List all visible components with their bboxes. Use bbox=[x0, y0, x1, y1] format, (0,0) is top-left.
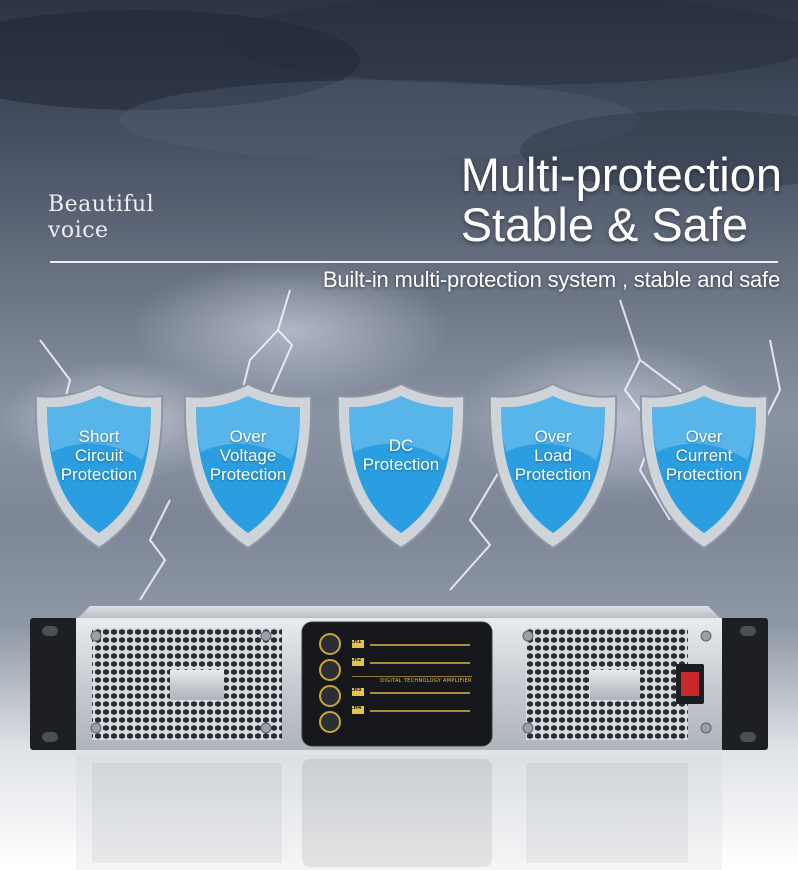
shield-over-current: Over Current Protection bbox=[637, 380, 771, 552]
shield-short-circuit: Short Circuit Protection bbox=[32, 380, 166, 552]
channel-label-2: CH2 bbox=[350, 657, 362, 663]
divider-line bbox=[50, 261, 778, 263]
shield-icon bbox=[34, 382, 164, 550]
shield-over-voltage: Over Voltage Protection bbox=[181, 380, 315, 552]
shield-label: Over Load Protection bbox=[514, 426, 592, 484]
power-amplifier: DIGITAL TECHNOLOGY AMPLIFIER CH1 CH2 CH3… bbox=[30, 588, 768, 753]
shield-icon bbox=[639, 382, 769, 550]
amplifier-model-label: DIGITAL TECHNOLOGY AMPLIFIER bbox=[380, 678, 472, 684]
shield-dc: DC Protection bbox=[334, 380, 468, 552]
shield-icon bbox=[336, 382, 466, 550]
headline-line-1: Multi-protection bbox=[460, 148, 782, 201]
control-panel bbox=[301, 621, 493, 747]
shield-label: Over Voltage Protection bbox=[209, 426, 287, 484]
channel-label-4: CH4 bbox=[350, 705, 362, 711]
tagline-line-2: voice bbox=[48, 218, 109, 243]
shield-label: DC Protection bbox=[362, 436, 440, 474]
channel-label-3: CH3 bbox=[350, 687, 362, 693]
shield-icon bbox=[183, 382, 313, 550]
chassis-top bbox=[78, 606, 720, 618]
shield-over-load: Over Load Protection bbox=[486, 380, 620, 552]
tagline-line-1: Beautiful bbox=[48, 192, 155, 217]
amplifier-reflection bbox=[76, 755, 722, 870]
tagline: Beautiful voice bbox=[48, 192, 154, 244]
shield-icon bbox=[488, 382, 618, 550]
headline-line-2: Stable & Safe bbox=[460, 198, 749, 251]
amplifier-chassis bbox=[30, 606, 768, 750]
subheadline: Built-in multi-protection system , stabl… bbox=[322, 267, 780, 292]
power-switch bbox=[681, 672, 699, 696]
rack-ear-left bbox=[30, 618, 78, 750]
channel-label-1: CH1 bbox=[350, 639, 362, 645]
headline: Multi-protection Stable & Safe bbox=[461, 150, 782, 250]
shield-label: Over Current Protection bbox=[665, 426, 743, 484]
rack-ear-right bbox=[720, 618, 768, 750]
shield-label: Short Circuit Protection bbox=[60, 426, 138, 484]
